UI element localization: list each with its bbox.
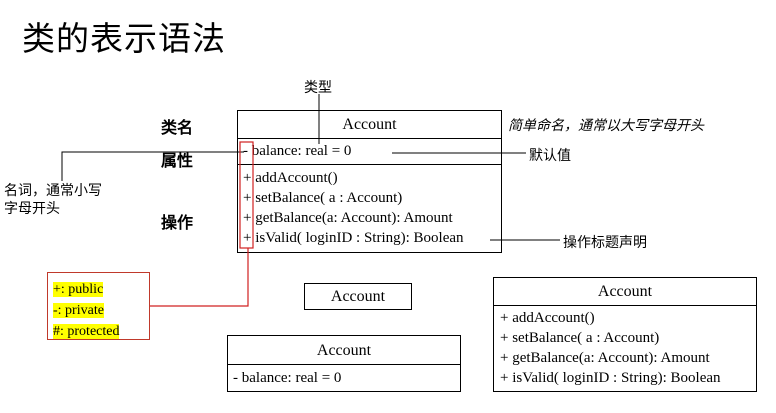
- main-class-box: Account - balance: real = 0 + addAccount…: [237, 110, 502, 253]
- main-class-attribute: - balance: real = 0: [243, 143, 352, 159]
- attr-class-name: Account: [228, 336, 460, 365]
- default-value-label: 默认值: [529, 148, 571, 164]
- legend-public: +: public: [53, 282, 104, 297]
- op-signature-label: 操作标题声明: [563, 235, 647, 251]
- attr-class-attribute: - balance: real = 0: [233, 370, 342, 386]
- legend-protected: #: protected: [53, 324, 120, 339]
- ops-op-1: + addAccount(): [500, 310, 595, 326]
- ops-class-box: Account + addAccount() + setBalance( a :…: [493, 277, 757, 392]
- simple-class-name: Account: [330, 288, 386, 305]
- main-class-attributes: - balance: real = 0: [238, 139, 501, 165]
- attribute-label: 属性: [161, 151, 194, 170]
- ops-op-2: + setBalance( a : Account): [500, 330, 660, 346]
- main-op-1: + addAccount(): [243, 170, 338, 186]
- legend-private: -: private: [53, 303, 104, 318]
- type-label: 类型: [304, 80, 332, 96]
- page-title: 类的表示语法: [22, 19, 226, 58]
- main-class-operations: + addAccount() + setBalance( a : Account…: [238, 165, 501, 248]
- ops-class-operations: + addAccount() + setBalance( a : Account…: [494, 306, 756, 388]
- main-class-name: Account: [238, 111, 501, 139]
- ops-op-3: + getBalance(a: Account): Amount: [500, 350, 710, 366]
- noun-note-line2: 字母开头: [4, 201, 60, 217]
- class-name-label: 类名: [161, 118, 194, 137]
- naming-note: 简单命名，通常以大写字母开头: [508, 118, 704, 134]
- simple-class-box: Account: [304, 283, 412, 310]
- noun-note-line1: 名词，通常小写: [4, 183, 102, 199]
- operation-label: 操作: [161, 213, 194, 232]
- main-op-4: + isValid( loginID : String): Boolean: [243, 230, 464, 246]
- main-op-2: + setBalance( a : Account): [243, 190, 403, 206]
- noun-pointer-line: [61, 151, 244, 181]
- visibility-legend: +: public -: private #: protected: [47, 272, 150, 340]
- attr-class-box: Account - balance: real = 0: [227, 335, 461, 392]
- ops-class-name: Account: [494, 278, 756, 306]
- attr-class-attributes: - balance: real = 0: [228, 365, 460, 391]
- ops-op-4: + isValid( loginID : String): Boolean: [500, 370, 721, 386]
- legend-connector-line: [150, 248, 249, 307]
- main-op-3: + getBalance(a: Account): Amount: [243, 210, 453, 226]
